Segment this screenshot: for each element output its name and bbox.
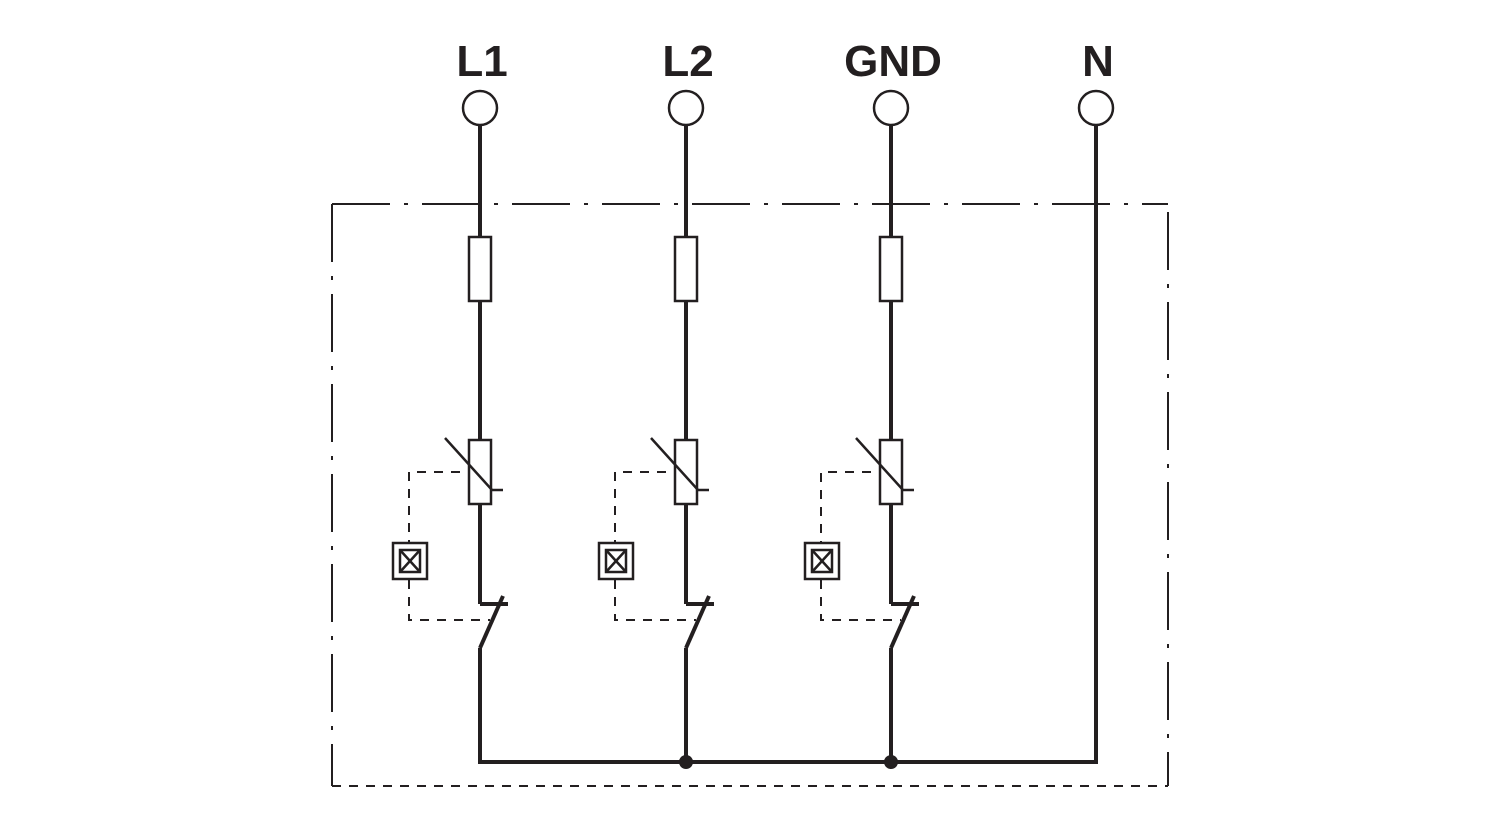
fuse-l2 bbox=[673, 235, 699, 303]
terminal-l1 bbox=[461, 89, 499, 127]
varistor-l2 bbox=[673, 438, 699, 506]
terminal-l2 bbox=[667, 89, 705, 127]
enclosure-boundary bbox=[331, 203, 1169, 787]
switch-contact-gnd bbox=[889, 595, 916, 649]
varistor-slash-gnd bbox=[855, 437, 914, 492]
terminal-label-l2: L2 bbox=[662, 37, 713, 86]
status-indicator-l1 bbox=[391, 541, 429, 581]
branch-l1 bbox=[391, 89, 508, 762]
varistor-slash-l1 bbox=[444, 437, 503, 492]
branch-l2 bbox=[597, 89, 714, 762]
terminal-label-n: N bbox=[1082, 37, 1114, 86]
terminal-label-gnd: GND bbox=[844, 37, 942, 86]
varistor-gnd bbox=[878, 438, 904, 506]
status-indicator-l2 bbox=[597, 541, 635, 581]
fuse-l1 bbox=[467, 235, 493, 303]
terminal-label-l1: L1 bbox=[456, 37, 507, 86]
terminal-gnd bbox=[872, 89, 910, 127]
switch-contact-l2 bbox=[684, 595, 711, 649]
branch-n bbox=[1077, 89, 1115, 762]
branch-gnd bbox=[803, 89, 919, 762]
fuse-gnd bbox=[878, 235, 904, 303]
status-indicator-gnd bbox=[803, 541, 841, 581]
junction-dot-l2 bbox=[679, 755, 693, 769]
terminal-n bbox=[1077, 89, 1115, 127]
varistor-slash-l2 bbox=[650, 437, 709, 492]
junction-dot-gnd bbox=[884, 755, 898, 769]
varistor-l1 bbox=[467, 438, 493, 506]
switch-contact-l1 bbox=[478, 595, 505, 649]
